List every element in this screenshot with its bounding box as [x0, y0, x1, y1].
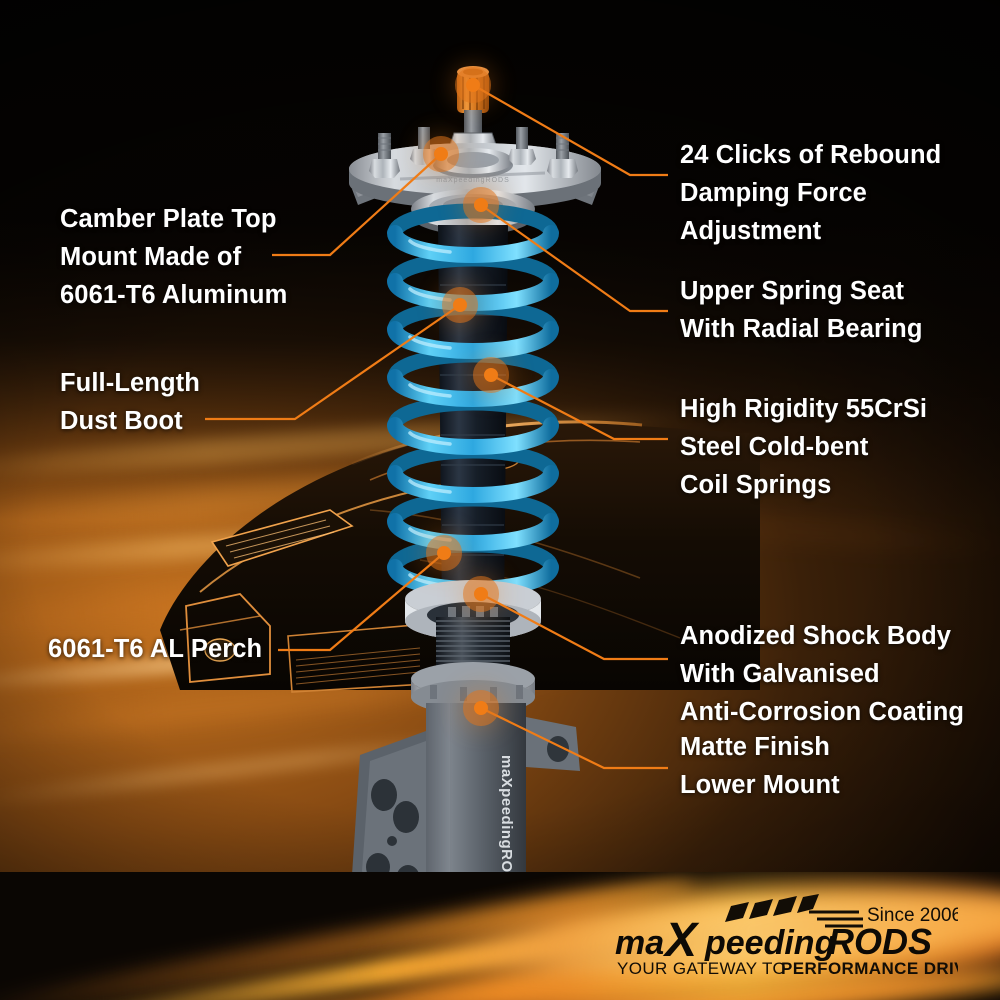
callout-dot-damping-adjustment[interactable]	[466, 78, 480, 92]
callout-dot-camber-plate-top-mount[interactable]	[434, 147, 448, 161]
callout-label-upper-spring-seat: Upper Spring Seat With Radial Bearing	[680, 277, 923, 343]
callout-label-al-perch: 6061-T6 AL Perch	[48, 635, 263, 663]
callout-dot-al-perch[interactable]	[437, 546, 451, 560]
callout-line-full-length-dust-boot	[205, 304, 461, 421]
callout-label-matte-lower-mount: Matte Finish Lower Mount	[680, 733, 840, 799]
svg-text:maXpeedingRODS: maXpeedingRODS	[436, 177, 510, 184]
coilover-product-image: maXpeedingRODS	[330, 55, 630, 905]
callout-label-coil-springs: High Rigidity 55CrSi Steel Cold-bent Coi…	[680, 395, 928, 499]
callout-line-matte-lower-mount	[480, 707, 668, 770]
svg-text:RODS: RODS	[828, 921, 932, 962]
svg-text:X: X	[662, 914, 700, 967]
callout-label-camber-plate-top-mount: Camber Plate Top Mount Made of 6061-T6 A…	[60, 205, 288, 309]
svg-text:YOUR GATEWAY TO: YOUR GATEWAY TO	[617, 959, 786, 978]
callout-line-al-perch	[278, 552, 445, 652]
svg-text:maXpeedingRODS: maXpeedingRODS	[498, 755, 515, 895]
callout-line-coil-springs	[490, 374, 668, 441]
maxpeedingrods-logo: Since 2006 ma X peeding RODS YOUR GATEWA…	[613, 894, 958, 978]
callout-dot-full-length-dust-boot[interactable]	[453, 298, 467, 312]
svg-text:ma: ma	[615, 924, 664, 962]
callout-line-upper-spring-seat	[480, 204, 668, 313]
callout-dot-upper-spring-seat[interactable]	[474, 198, 488, 212]
callout-line-damping-adjustment	[472, 84, 668, 177]
callout-label-full-length-dust-boot: Full-Length Dust Boot	[60, 369, 200, 435]
callout-dot-matte-lower-mount[interactable]	[474, 701, 488, 715]
callout-line-anodized-shock-body	[480, 593, 668, 661]
callout-line-camber-plate-top-mount	[272, 153, 442, 257]
callout-dot-anodized-shock-body[interactable]	[474, 587, 488, 601]
callout-dot-coil-springs[interactable]	[484, 368, 498, 382]
brand-banner: Since 2006 ma X peeding RODS YOUR GATEWA…	[0, 872, 1000, 1000]
callout-label-damping-adjustment: 24 Clicks of Rebound Damping Force Adjus…	[680, 141, 942, 245]
svg-text:PERFORMANCE DRIVING: PERFORMANCE DRIVING	[781, 959, 958, 978]
callout-label-anodized-shock-body: Anodized Shock Body With Galvanised Anti…	[680, 622, 965, 726]
svg-text:peeding: peeding	[704, 924, 836, 962]
svg-text:Since 2006: Since 2006	[867, 905, 958, 926]
